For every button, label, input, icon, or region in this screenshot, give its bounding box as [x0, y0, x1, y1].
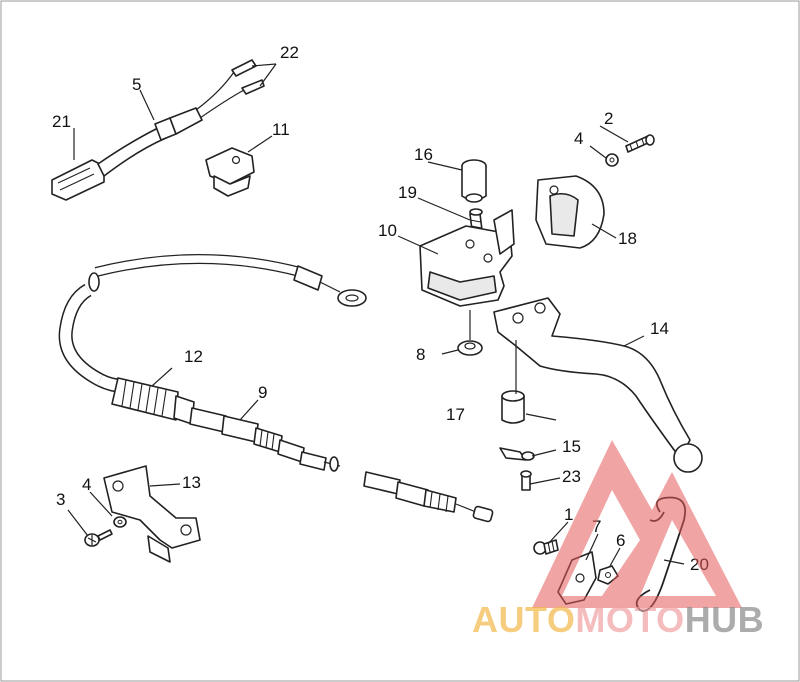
callout-7: 5 — [132, 75, 141, 94]
part-7-wire-sleeve — [97, 107, 203, 177]
part-4-washer-right — [605, 153, 619, 167]
part-21-connector — [51, 159, 105, 201]
callout-4-left: 4 — [82, 475, 91, 494]
callout-5: 6 — [616, 531, 625, 550]
part-3-screw — [84, 529, 113, 547]
part-2-bolt — [625, 134, 655, 153]
svg-text:AUTOMOTOHUB: AUTOMOTOHUB — [472, 599, 764, 640]
callout-4-right: 4 — [574, 129, 583, 148]
callout-18: 18 — [618, 229, 637, 248]
callout-17: 17 — [446, 405, 465, 424]
callout-9: 9 — [258, 383, 267, 402]
cable-lower-end — [363, 471, 494, 523]
part-18-clamp-half — [535, 175, 605, 249]
callout-6: 7 — [592, 517, 601, 536]
callout-labels: 21 5 22 11 16 19 10 8 2 4 18 14 17 15 23… — [52, 43, 709, 574]
part-13-bracket — [103, 465, 201, 563]
part-10-lever-housing — [419, 209, 515, 307]
watermark-text: AUTOMOTOHUB — [472, 599, 764, 640]
watermark-hub: HUB — [685, 599, 765, 640]
callout-16: 16 — [414, 145, 433, 164]
part-23-small-screw — [520, 470, 532, 491]
watermark-moto: MOTO — [575, 599, 684, 640]
watermark-auto: AUTO — [472, 599, 575, 640]
part-16-pivot-pin — [461, 159, 487, 203]
part-15-pin-clip — [499, 447, 535, 461]
part-4-washer-left — [113, 516, 127, 528]
part-14-clutch-lever — [493, 297, 703, 473]
callout-10: 10 — [378, 221, 397, 240]
callout-leaders — [67, 63, 685, 567]
callout-3: 3 — [56, 490, 65, 509]
part-12-clutch-cable — [58, 254, 367, 425]
callout-12: 12 — [184, 347, 203, 366]
callout-14: 14 — [650, 319, 669, 338]
part-1-bolt — [533, 539, 559, 555]
part-17-bushing — [501, 390, 525, 424]
part-8-nut — [457, 340, 483, 356]
callout-2: 2 — [604, 109, 613, 128]
part-11-clip — [205, 147, 255, 197]
callout-11: 11 — [272, 120, 290, 139]
callout-21: 21 — [52, 112, 71, 131]
callout-13: 13 — [182, 473, 201, 492]
part-22-wire-leads — [195, 59, 265, 119]
callout-15: 15 — [562, 437, 581, 456]
callout-23: 23 — [562, 467, 581, 486]
part-9-cable-adjuster — [189, 407, 341, 472]
callout-1: 1 — [564, 505, 573, 524]
callout-22: 22 — [280, 43, 299, 62]
callout-19: 19 — [398, 183, 417, 202]
callout-8: 8 — [416, 345, 425, 364]
watermark-logo — [532, 440, 742, 608]
